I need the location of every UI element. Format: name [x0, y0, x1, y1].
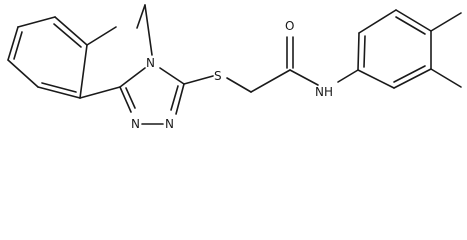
bond-xylyl-3: [395, 9, 432, 32]
bond-tolyl-1: [37, 86, 81, 99]
bond-xylyl-methyl-top: [430, 12, 462, 32]
bond-s-ch2: [226, 77, 252, 93]
bond-ethyl-ch2-n: [144, 4, 153, 56]
structure-drawing: N N N S O NH: [7, 4, 462, 131]
bond-xylyl-1-inner: [363, 35, 366, 68]
bond-ring-c5-n1-double: [125, 87, 136, 109]
atom-nh-amide: NH: [315, 85, 333, 99]
atom-s-thioether: S: [214, 69, 222, 83]
bond-tolyl-5: [54, 16, 88, 46]
bond-tolyl-3-inner: [13, 31, 23, 60]
bond-c3-s: [183, 75, 214, 85]
bond-tolyl-1-inner: [41, 82, 77, 93]
bond-xylyl-3-inner: [395, 16, 426, 35]
atom-labels: N N N S O NH: [131, 19, 333, 131]
atom-n-ring-right: N: [165, 117, 174, 131]
bond-ring-n2-c3: [175, 83, 185, 115]
bond-xylyl-5-inner: [393, 65, 426, 83]
bond-ring-n2-c3-double: [170, 85, 179, 111]
bond-carbonyl-nh: [289, 69, 319, 86]
molecule-diagram: N N N S O NH: [7, 4, 462, 131]
bond-xylyl-6: [357, 69, 395, 89]
bond-ring-n4-c3: [159, 67, 185, 85]
bond-tolyl-4: [17, 16, 56, 28]
bond-tolyl-methyl: [86, 26, 117, 46]
bond-ring-n4-c5: [119, 67, 146, 88]
bond-xylyl-1: [357, 32, 360, 71]
bond-ethyl-ch3: [136, 4, 146, 29]
bond-tolyl-2: [7, 59, 39, 88]
bond-ch2-carbonyl: [250, 69, 291, 93]
bond-tolyl-3: [7, 26, 19, 61]
bond-xylyl-2: [358, 9, 397, 34]
bond-c5-aryl: [79, 86, 121, 99]
bond-tolyl-6: [79, 44, 88, 99]
bond-xylyl-5: [393, 68, 432, 89]
atom-o-carbonyl: O: [285, 19, 294, 33]
bond-ring-c5-n1: [119, 86, 132, 113]
bond-nh-aryl: [337, 69, 359, 83]
bond-tolyl-5-inner: [53, 23, 82, 48]
bond-lines: [7, 4, 462, 125]
bond-xylyl-methyl-bottom: [430, 68, 462, 88]
atom-n-ring-left: N: [131, 117, 140, 131]
atom-n-ring-top: N: [146, 56, 155, 70]
